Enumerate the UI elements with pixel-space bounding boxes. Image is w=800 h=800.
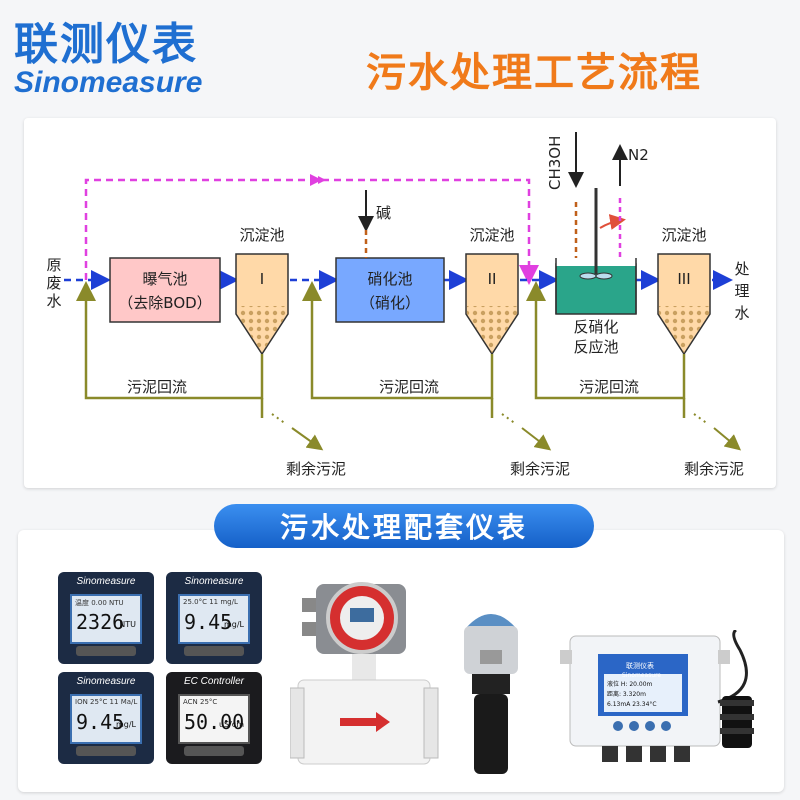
methanol-label: CH3OH [546, 136, 564, 190]
nitrification-tank [335, 257, 445, 323]
alkali-label: 碱 [376, 204, 391, 222]
bypass-line [84, 178, 539, 285]
settler-1-numeral: I [260, 270, 264, 288]
excess-sludge-arrows [291, 427, 742, 451]
meter-unit: NTU [119, 620, 136, 629]
excess-sludge-label-3: 剩余污泥 [684, 460, 744, 478]
meter-value: 50.00 [184, 710, 245, 734]
controller-line-3: 6.13mA 23.34°C [607, 701, 657, 708]
meter-unit: mg/L [115, 720, 136, 729]
controller-line-1: 液位 H: 20.00m [607, 680, 653, 688]
meter-brand: EC Controller [183, 676, 245, 687]
input-label-1: 原 [46, 256, 61, 274]
output-label-1: 处 [734, 260, 749, 278]
settler-2-label: 沉淀池 [469, 226, 514, 244]
brand-logo-cn: 联测仪表 [14, 19, 198, 70]
page-title: 污水处理工艺流程 [366, 50, 702, 96]
sludge-return-lines [76, 281, 686, 418]
meter-unit: uS/cm [218, 720, 244, 729]
bypass-arrowhead [310, 174, 322, 186]
controller-line-2: 距离: 3.320m [607, 690, 646, 698]
brand-logo-en: Sinomeasure [14, 66, 203, 99]
input-label-3: 水 [46, 292, 61, 310]
meter-value: 2326 [76, 610, 125, 634]
meter-status: 25.0°C 11 mg/L [183, 598, 238, 606]
aeration-tank-sub: （去除BOD） [118, 294, 211, 312]
electromagnetic-flowmeter [290, 582, 439, 765]
meter-turbidity: Sinomeasure 温度 0.00 NTU 2326 NTU [58, 572, 154, 664]
nitrification-tank-label: 硝化池 [367, 270, 412, 288]
settler-3-numeral: III [677, 270, 690, 288]
output-label-3: 水 [734, 304, 749, 322]
meter-brand: Sinomeasure [76, 676, 136, 687]
meter-do-1: Sinomeasure 25.0°C 11 mg/L 9.45 mg/L [166, 572, 262, 664]
meter-do-2: Sinomeasure ION 25°C 11 Ma/L 9.45 mg/L [58, 672, 154, 764]
meter-status: 温度 0.00 NTU [75, 599, 124, 607]
input-label-2: 废 [46, 274, 61, 292]
sludge-return-label-2: 污泥回流 [379, 378, 439, 396]
aeration-tank [109, 257, 221, 323]
settler-1-label: 沉淀池 [239, 226, 284, 244]
denitrification-label-1: 反硝化 [573, 318, 618, 336]
output-label-2: 理 [734, 282, 749, 300]
excess-sludge-label-1: 剩余污泥 [286, 460, 346, 478]
meter-brand: Sinomeasure [184, 576, 244, 587]
excess-sludge-label-2: 剩余污泥 [510, 460, 570, 478]
meter-status: ACN 25°C [183, 698, 218, 706]
meter-value: 9.45 [184, 610, 233, 634]
meter-status: ION 25°C 11 Ma/L [75, 698, 138, 706]
nitrogen-label: N2 [628, 146, 649, 164]
meter-value: 9.45 [76, 710, 125, 734]
sludge-return-label-3: 污泥回流 [579, 378, 639, 396]
meter-brand: Sinomeasure [76, 576, 136, 587]
settler-3-label: 沉淀池 [661, 226, 706, 244]
sludge-return-label-1: 污泥回流 [127, 378, 187, 396]
excess-sludge-dots [271, 413, 709, 425]
settler-2-numeral: II [488, 270, 497, 288]
meter-unit: mg/L [223, 620, 244, 629]
nitrification-tank-sub: （硝化） [360, 294, 420, 312]
process-flow-diagram: 曝气池 （去除BOD） I 沉淀池 硝化池 （硝化） 碱 II 沉淀池 反硝化 … [46, 132, 750, 478]
meter-ec: EC Controller ACN 25°C 50.00 uS/cm [166, 672, 262, 764]
ultrasonic-level-sensor [464, 614, 518, 774]
controller-brand-en: Sinomeasure [622, 672, 661, 679]
level-controller: 联测仪表 Sinomeasure 液位 H: 20.00m 距离: 3.320m… [560, 630, 754, 762]
aeration-tank-label: 曝气池 [142, 270, 187, 288]
denitrification-label-2: 反应池 [573, 338, 618, 356]
controller-brand: 联测仪表 [626, 661, 654, 670]
section-title: 污水处理配套仪表 [214, 504, 594, 548]
